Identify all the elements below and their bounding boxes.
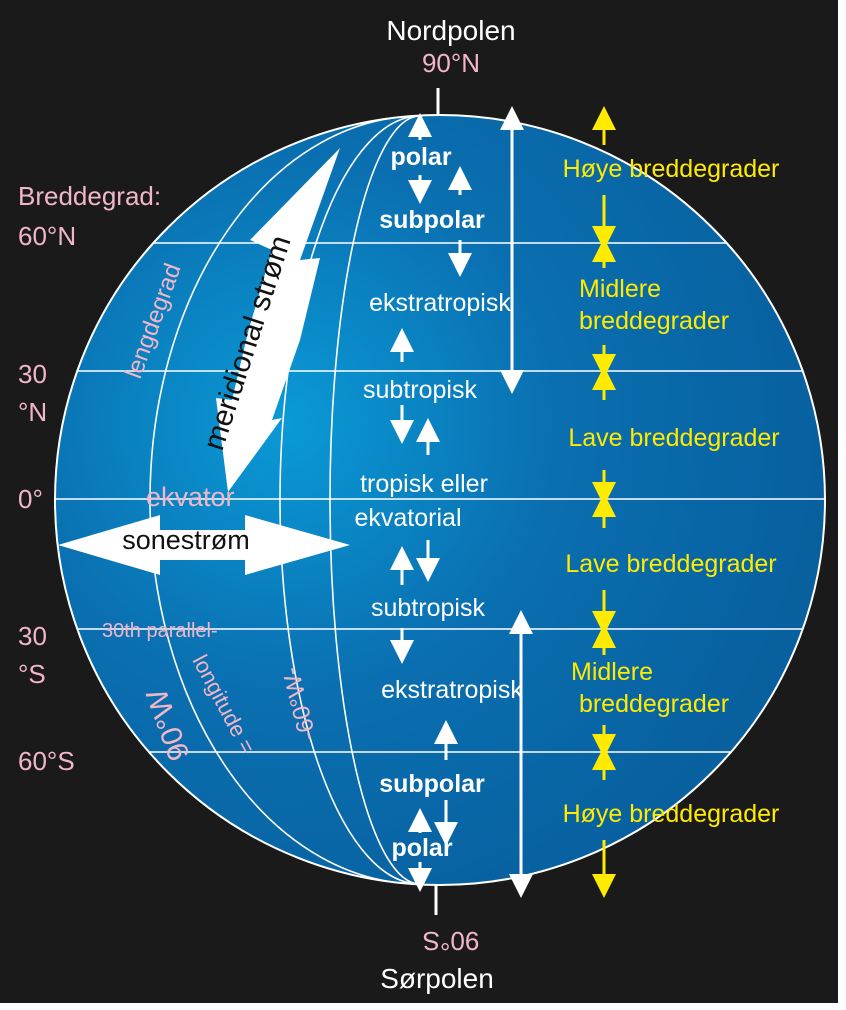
zone-polar-s: polar [391, 834, 452, 862]
breddegrad-label: Breddegrad: [18, 181, 161, 211]
lat-60n: 60°N [18, 221, 76, 251]
lat-30s-unit: °S [18, 659, 46, 689]
band-mid-s-2: breddegrader [579, 690, 729, 718]
band-labels: Høye breddegrader Midlere breddegrader L… [563, 155, 780, 828]
latitude-labels: Breddegrad: 60°N 30 °N 0° 30 °S 60°S [18, 181, 161, 776]
band-low-n: Lave breddegrader [568, 424, 779, 452]
band-low-s: Lave breddegrader [565, 550, 776, 578]
lat-30n-unit: °N [18, 397, 47, 427]
globe [54, 114, 826, 886]
zone-subpolar-s: subpolar [379, 770, 485, 798]
zone-ekstratropisk-n: ekstratropisk [369, 289, 511, 317]
zone-arrows [390, 106, 533, 898]
zone-subpolar-n: subpolar [379, 206, 485, 234]
grid-lines [55, 115, 825, 885]
lat-30n: 30 [18, 359, 47, 389]
meridian-30w [329, 115, 421, 885]
band-high-n: Høye breddegrader [563, 155, 780, 183]
zonal-arrow [58, 515, 350, 575]
zone-subtropisk-s: subtropisk [371, 594, 485, 622]
south-pole-lat: 90°S [423, 926, 480, 956]
zone-subtropisk-n: subtropisk [363, 376, 477, 404]
band-mid-n: Midlere [579, 275, 661, 303]
meridional-arrow [216, 148, 340, 492]
lat-0: 0° [18, 484, 43, 514]
meridian-60w [279, 115, 421, 885]
north-pole-label: Nordpolen [386, 15, 515, 46]
ekvator-label: ekvator [146, 482, 235, 512]
zone-polar-n: polar [390, 143, 451, 171]
band-high-s: Høye breddegrader [563, 800, 780, 828]
zone-ekvatorial: ekvatorial [355, 504, 462, 532]
lat-30s: 30 [18, 621, 47, 651]
north-pole-lat: 90°N [422, 48, 480, 78]
parallel-30-label: 30th parallel- [102, 620, 218, 642]
south-pole-label: Sørpolen [380, 963, 494, 994]
zone-ekstratropisk-s: ekstratropisk [381, 676, 523, 704]
lat-60s: 60°S [18, 746, 75, 776]
sonestrom-label: sonestrøm [122, 525, 250, 555]
band-mid-n-2: breddegrader [579, 307, 729, 335]
band-mid-s: Midlere [571, 658, 653, 686]
meridian-90w [149, 115, 421, 885]
zone-labels: polar subpolar ekstratropisk subtropisk … [355, 143, 524, 862]
zone-tropisk: tropisk eller [360, 470, 488, 498]
